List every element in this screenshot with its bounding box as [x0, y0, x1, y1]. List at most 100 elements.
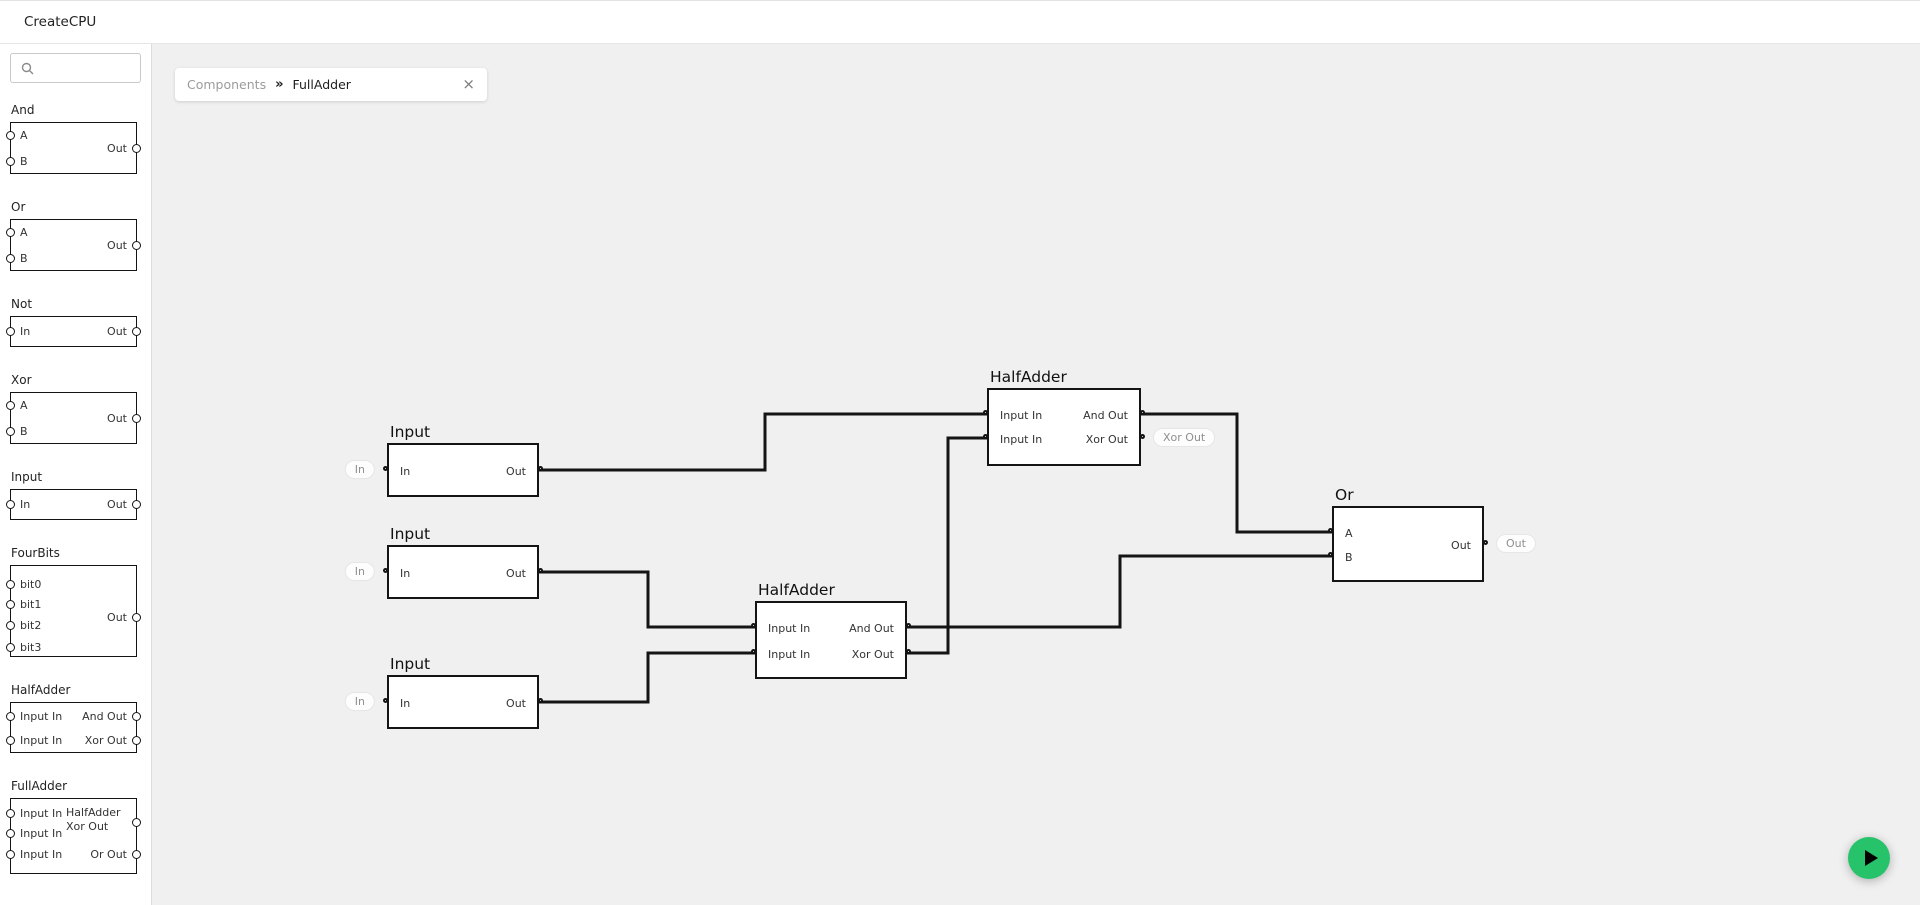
- breadcrumb-active: FullAdder: [292, 77, 351, 92]
- input-port[interactable]: [751, 623, 756, 628]
- port-label: A: [20, 129, 28, 142]
- input-port: [6, 621, 15, 630]
- input-port[interactable]: [751, 649, 756, 654]
- input-port: [6, 850, 15, 859]
- port-label: Input In: [20, 807, 63, 820]
- palette-item-label: FourBits: [11, 546, 60, 560]
- search-input[interactable]: [40, 61, 130, 75]
- port-label: Out: [107, 412, 127, 425]
- input-port[interactable]: [383, 568, 388, 573]
- port-label: Or Out: [90, 848, 127, 861]
- input-port: [6, 736, 15, 745]
- search-icon: [21, 62, 34, 74]
- port-value-pill: In: [344, 692, 375, 711]
- port-label: A: [1345, 527, 1353, 540]
- output-port[interactable]: [538, 568, 543, 573]
- input-port: [6, 228, 15, 237]
- output-port[interactable]: [538, 698, 543, 703]
- port-label: Xor Out: [851, 648, 894, 661]
- component-search[interactable]: [10, 53, 141, 83]
- input-port[interactable]: [383, 698, 388, 703]
- port-label: Out: [107, 611, 127, 624]
- port-label: Input In: [20, 827, 63, 840]
- palette-item-label: FullAdder: [11, 779, 68, 793]
- port-value-pill: Out: [1496, 534, 1536, 553]
- play-icon: [1864, 850, 1878, 866]
- port-label: Out: [107, 142, 127, 155]
- palette-item-label: Not: [11, 297, 33, 311]
- output-port: [132, 850, 141, 859]
- output-port[interactable]: [1140, 434, 1145, 439]
- input-port: [6, 643, 15, 652]
- output-port[interactable]: [906, 623, 911, 628]
- breadcrumb-root[interactable]: Components: [187, 77, 267, 92]
- port-label: B: [20, 252, 28, 265]
- port-label: Input In: [768, 648, 811, 661]
- node-title: Input: [390, 655, 431, 673]
- input-port[interactable]: [383, 466, 388, 471]
- input-port[interactable]: [983, 434, 988, 439]
- output-port[interactable]: [906, 649, 911, 654]
- port-label: bit3: [20, 641, 42, 654]
- input-port: [6, 580, 15, 589]
- output-port[interactable]: [1140, 410, 1145, 415]
- node-title: HalfAdder: [990, 368, 1067, 386]
- node-title: Or: [1335, 486, 1354, 504]
- node-title: Input: [390, 423, 431, 441]
- input-port[interactable]: [1328, 552, 1333, 557]
- output-port: [132, 712, 141, 721]
- run-button[interactable]: [1848, 837, 1890, 879]
- output-port[interactable]: [1483, 540, 1488, 545]
- port-label: Input In: [20, 734, 63, 747]
- output-port[interactable]: [538, 466, 543, 471]
- palette-item-label: Input: [11, 470, 43, 484]
- port-label: In: [400, 697, 411, 710]
- breadcrumb-tab[interactable]: Components » FullAdder ×: [175, 68, 487, 101]
- port-label: In: [400, 567, 411, 580]
- input-port: [6, 401, 15, 410]
- input-port: [6, 829, 15, 838]
- port-label: And Out: [1083, 409, 1128, 422]
- output-port: [132, 241, 141, 250]
- port-value-pill: In: [344, 562, 375, 581]
- input-port[interactable]: [983, 410, 988, 415]
- input-port: [6, 809, 15, 818]
- tab-close-icon[interactable]: ×: [462, 75, 475, 93]
- port-label: Out: [107, 325, 127, 338]
- palette-item-label: Xor: [11, 373, 32, 387]
- output-port: [132, 736, 141, 745]
- app-title: CreateCPU: [24, 14, 97, 30]
- port-label: Input In: [1000, 409, 1043, 422]
- input-port: [6, 500, 15, 509]
- input-port: [6, 254, 15, 263]
- port-label: And Out: [82, 710, 127, 723]
- input-port[interactable]: [1328, 528, 1333, 533]
- port-label: A: [20, 399, 28, 412]
- palette-item-label: HalfAdder: [11, 683, 71, 697]
- port-value-pill: Xor Out: [1153, 428, 1216, 447]
